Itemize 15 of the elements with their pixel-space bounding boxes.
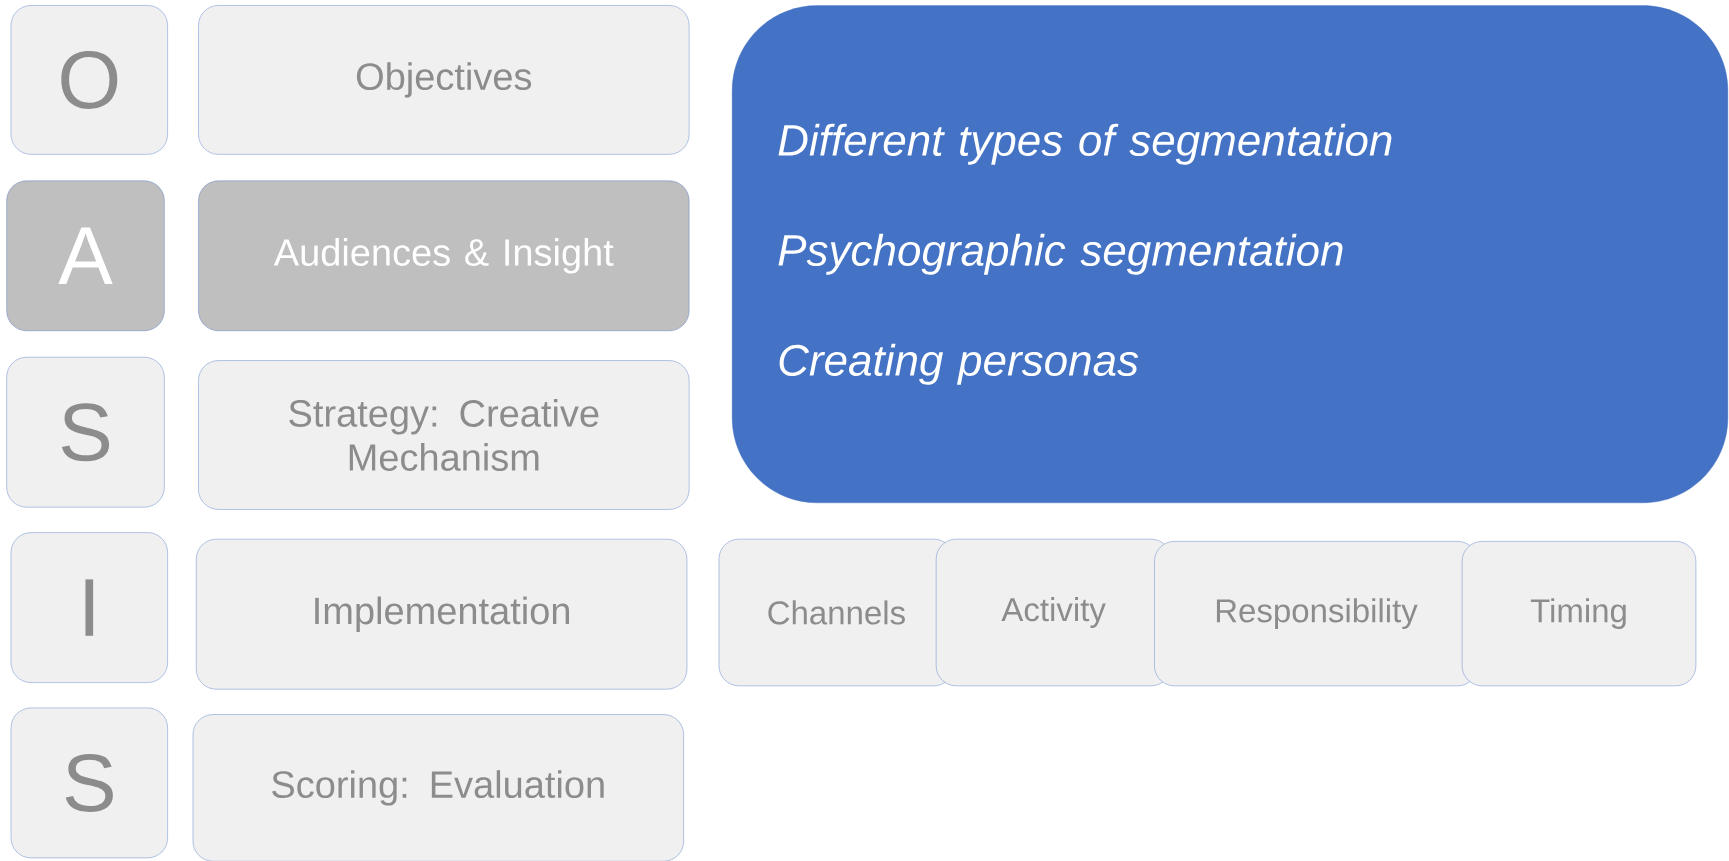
task-box: Channels	[718, 538, 955, 687]
topic-panel: Different types of segmentation Psychographic segmentation Creating personas	[731, 5, 1729, 504]
task-box: Responsibility	[1154, 541, 1478, 687]
letter-box: O	[10, 5, 168, 155]
stage-box: Strategy: Creative Mechanism	[198, 360, 690, 510]
task-box: Timing	[1461, 541, 1697, 687]
letter-box: S	[10, 707, 168, 859]
stage-box: Implementation	[196, 539, 688, 690]
task-box: Activity	[935, 538, 1172, 687]
stage-box: Scoring: Evaluation	[192, 714, 684, 861]
stage-box: Objectives	[198, 5, 690, 155]
letter-box: A	[6, 180, 165, 331]
stage-box: Audiences & Insight	[198, 180, 690, 331]
letter-box: S	[6, 357, 165, 508]
letter-box: I	[10, 532, 168, 683]
